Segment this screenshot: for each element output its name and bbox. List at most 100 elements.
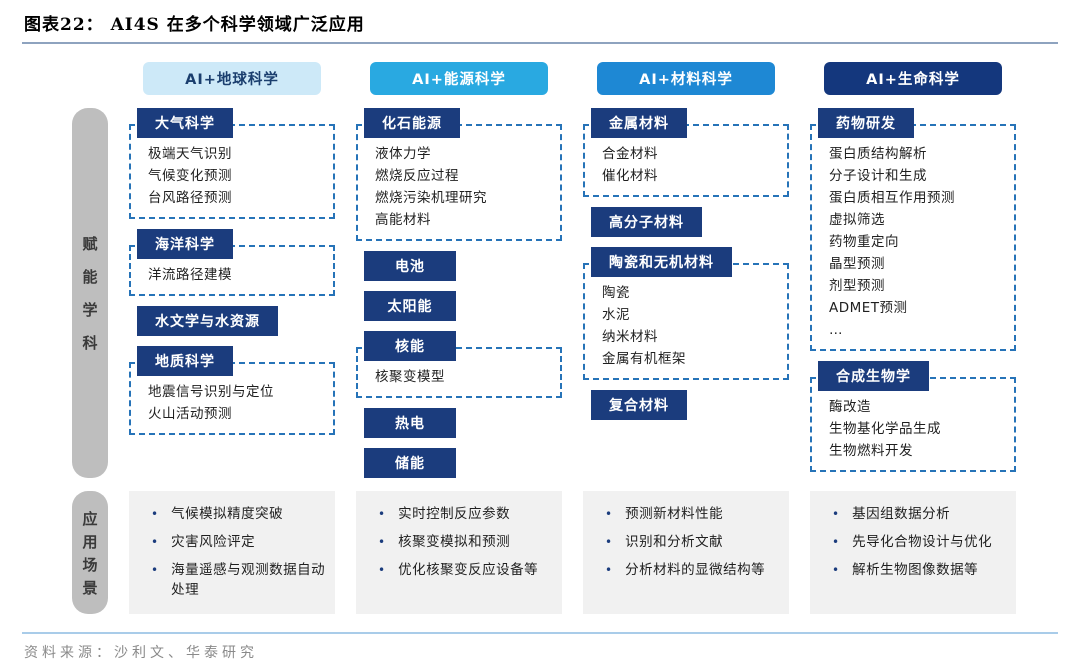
group-item: 地震信号识别与定位 bbox=[148, 384, 274, 400]
discipline-group: 海洋科学洋流路径建模 bbox=[129, 229, 335, 296]
column-energy-science: 化石能源液体力学燃烧反应过程燃烧污染机理研究高能材料电池太阳能核能核聚变模型热电… bbox=[356, 108, 562, 478]
group-item: 台风路径预测 bbox=[148, 190, 232, 206]
discipline-group: 热电 bbox=[356, 408, 562, 438]
group-items: 极端天气识别气候变化预测台风路径预测 bbox=[129, 124, 335, 219]
discipline-group: 水文学与水资源 bbox=[129, 306, 335, 336]
discipline-group: 大气科学极端天气识别气候变化预测台风路径预测 bbox=[129, 108, 335, 219]
bullet-icon: • bbox=[378, 507, 386, 521]
bullet-icon: • bbox=[378, 535, 386, 549]
group-label: 高分子材料 bbox=[591, 207, 702, 237]
scenario-box-materials-science: • 预测新材料性能 • 识别和分析文献 • 分析材料的显微结构等 bbox=[583, 491, 789, 614]
scenario-item-label: 解析生物图像数据等 bbox=[852, 562, 979, 578]
discipline-group: 药物研发蛋白质结构解析分子设计和生成蛋白质相互作用预测虚拟筛选药物重定向晶型预测… bbox=[810, 108, 1016, 351]
page-title: 图表22： AI4S 在多个科学领域广泛应用 bbox=[24, 15, 365, 35]
group-item: 陶瓷 bbox=[602, 285, 630, 301]
discipline-group: 陶瓷和无机材料陶瓷水泥纳米材料金属有机框架 bbox=[583, 247, 789, 380]
scenario-box-energy-science: • 实时控制反应参数 • 核聚变模拟和预测 • 优化核聚变反应设备等 bbox=[356, 491, 562, 614]
group-item: … bbox=[829, 322, 843, 338]
group-label: 水文学与水资源 bbox=[137, 306, 278, 336]
bullet-icon: • bbox=[151, 507, 159, 521]
scenario-item-label: 海量遥感与观测数据自动处理 bbox=[171, 562, 326, 598]
scenario-item: • 识别和分析文献 bbox=[597, 532, 781, 552]
group-item: 火山活动预测 bbox=[148, 406, 232, 422]
discipline-group: 太阳能 bbox=[356, 291, 562, 321]
group-item: 洋流路径建模 bbox=[148, 267, 232, 283]
group-item: 药物重定向 bbox=[829, 234, 899, 250]
scenario-item: • 解析生物图像数据等 bbox=[824, 560, 1008, 580]
group-item: 虚拟筛选 bbox=[829, 212, 885, 228]
scenario-item: •气候模拟精度突破 bbox=[143, 504, 327, 524]
group-item: ADMET预测 bbox=[829, 300, 908, 316]
bullet-icon: • bbox=[605, 507, 613, 521]
bullet-icon: • bbox=[832, 563, 840, 577]
group-label: 合成生物学 bbox=[818, 361, 929, 391]
scenario-item-label: 识别和分析文献 bbox=[625, 534, 724, 550]
discipline-group: 储能 bbox=[356, 448, 562, 478]
scenario-item-label: 预测新材料性能 bbox=[625, 506, 724, 522]
group-item: 合金材料 bbox=[602, 146, 658, 162]
scenario-box-earth-science: •气候模拟精度突破•灾害风险评定•海量遥感与观测数据自动处理 bbox=[129, 491, 335, 614]
rail-scenarios: 应用场景 bbox=[72, 491, 108, 614]
discipline-group: 复合材料 bbox=[583, 390, 789, 420]
bullet-icon: • bbox=[378, 563, 386, 577]
group-item: 液体力学 bbox=[375, 146, 431, 162]
column-life-science: 药物研发蛋白质结构解析分子设计和生成蛋白质相互作用预测虚拟筛选药物重定向晶型预测… bbox=[810, 108, 1016, 478]
group-item: 分子设计和生成 bbox=[829, 168, 927, 184]
group-item: 蛋白质相互作用预测 bbox=[829, 190, 955, 206]
group-label: 陶瓷和无机材料 bbox=[591, 247, 732, 277]
group-item: 催化材料 bbox=[602, 168, 658, 184]
scenario-item-label: 先导化合物设计与优化 bbox=[852, 534, 993, 550]
group-item: 生物基化学品生成 bbox=[829, 421, 941, 437]
scenario-item: • 实时控制反应参数 bbox=[370, 504, 554, 524]
discipline-group: 核能核聚变模型 bbox=[356, 331, 562, 398]
scenario-item: •海量遥感与观测数据自动处理 bbox=[143, 560, 327, 600]
scenario-item-label: 实时控制反应参数 bbox=[398, 506, 511, 522]
group-item: 核聚变模型 bbox=[375, 369, 445, 385]
discipline-group: 地质科学地震信号识别与定位火山活动预测 bbox=[129, 346, 335, 435]
scenario-item: • 分析材料的显微结构等 bbox=[597, 560, 781, 580]
group-label: 热电 bbox=[364, 408, 456, 438]
bullet-icon: • bbox=[605, 535, 613, 549]
scenario-box-life-science: • 基因组数据分析 • 先导化合物设计与优化 • 解析生物图像数据等 bbox=[810, 491, 1016, 614]
footer: 资料来源：沙利文、华泰研究 bbox=[22, 632, 1058, 662]
scenario-item: •灾害风险评定 bbox=[143, 532, 327, 552]
group-item: 高能材料 bbox=[375, 212, 431, 228]
rail-disciplines: 赋能学科 bbox=[72, 108, 108, 478]
discipline-group: 合成生物学酶改造生物基化学品生成生物燃料开发 bbox=[810, 361, 1016, 472]
group-label: 复合材料 bbox=[591, 390, 687, 420]
group-item: 燃烧反应过程 bbox=[375, 168, 459, 184]
bullet-icon: • bbox=[832, 535, 840, 549]
group-label: 药物研发 bbox=[818, 108, 914, 138]
scenario-item-label: 基因组数据分析 bbox=[852, 506, 951, 522]
group-item: 剂型预测 bbox=[829, 278, 885, 294]
scenario-item: • 优化核聚变反应设备等 bbox=[370, 560, 554, 580]
group-label: 化石能源 bbox=[364, 108, 460, 138]
group-label: 储能 bbox=[364, 448, 456, 478]
column-header-earth-science: AI+地球科学 bbox=[143, 62, 321, 95]
group-label: 金属材料 bbox=[591, 108, 687, 138]
column-header-life-science: AI+生命科学 bbox=[824, 62, 1002, 95]
group-item: 晶型预测 bbox=[829, 256, 885, 272]
group-item: 金属有机框架 bbox=[602, 351, 686, 367]
footer-source: 资料来源：沙利文、华泰研究 bbox=[24, 645, 258, 661]
bullet-icon: • bbox=[832, 507, 840, 521]
scenario-item: • 核聚变模拟和预测 bbox=[370, 532, 554, 552]
column-header-energy-science: AI+能源科学 bbox=[370, 62, 548, 95]
scenario-item-label: 分析材料的显微结构等 bbox=[625, 562, 766, 578]
scenario-item-label: 核聚变模拟和预测 bbox=[398, 534, 511, 550]
bullet-icon: • bbox=[151, 535, 159, 549]
scenario-item-label: 优化核聚变反应设备等 bbox=[398, 562, 539, 578]
scenario-item: • 基因组数据分析 bbox=[824, 504, 1008, 524]
group-items: 酶改造生物基化学品生成生物燃料开发 bbox=[810, 377, 1016, 472]
footer-divider bbox=[22, 632, 1058, 634]
scenario-item: • 预测新材料性能 bbox=[597, 504, 781, 524]
group-label: 太阳能 bbox=[364, 291, 456, 321]
discipline-group: 金属材料合金材料催化材料 bbox=[583, 108, 789, 197]
rail-spacer bbox=[72, 62, 108, 95]
column-earth-science: 大气科学极端天气识别气候变化预测台风路径预测海洋科学洋流路径建模水文学与水资源地… bbox=[129, 108, 335, 478]
group-item: 水泥 bbox=[602, 307, 630, 323]
bullet-icon: • bbox=[605, 563, 613, 577]
discipline-group: 高分子材料 bbox=[583, 207, 789, 237]
title-divider bbox=[22, 42, 1058, 44]
